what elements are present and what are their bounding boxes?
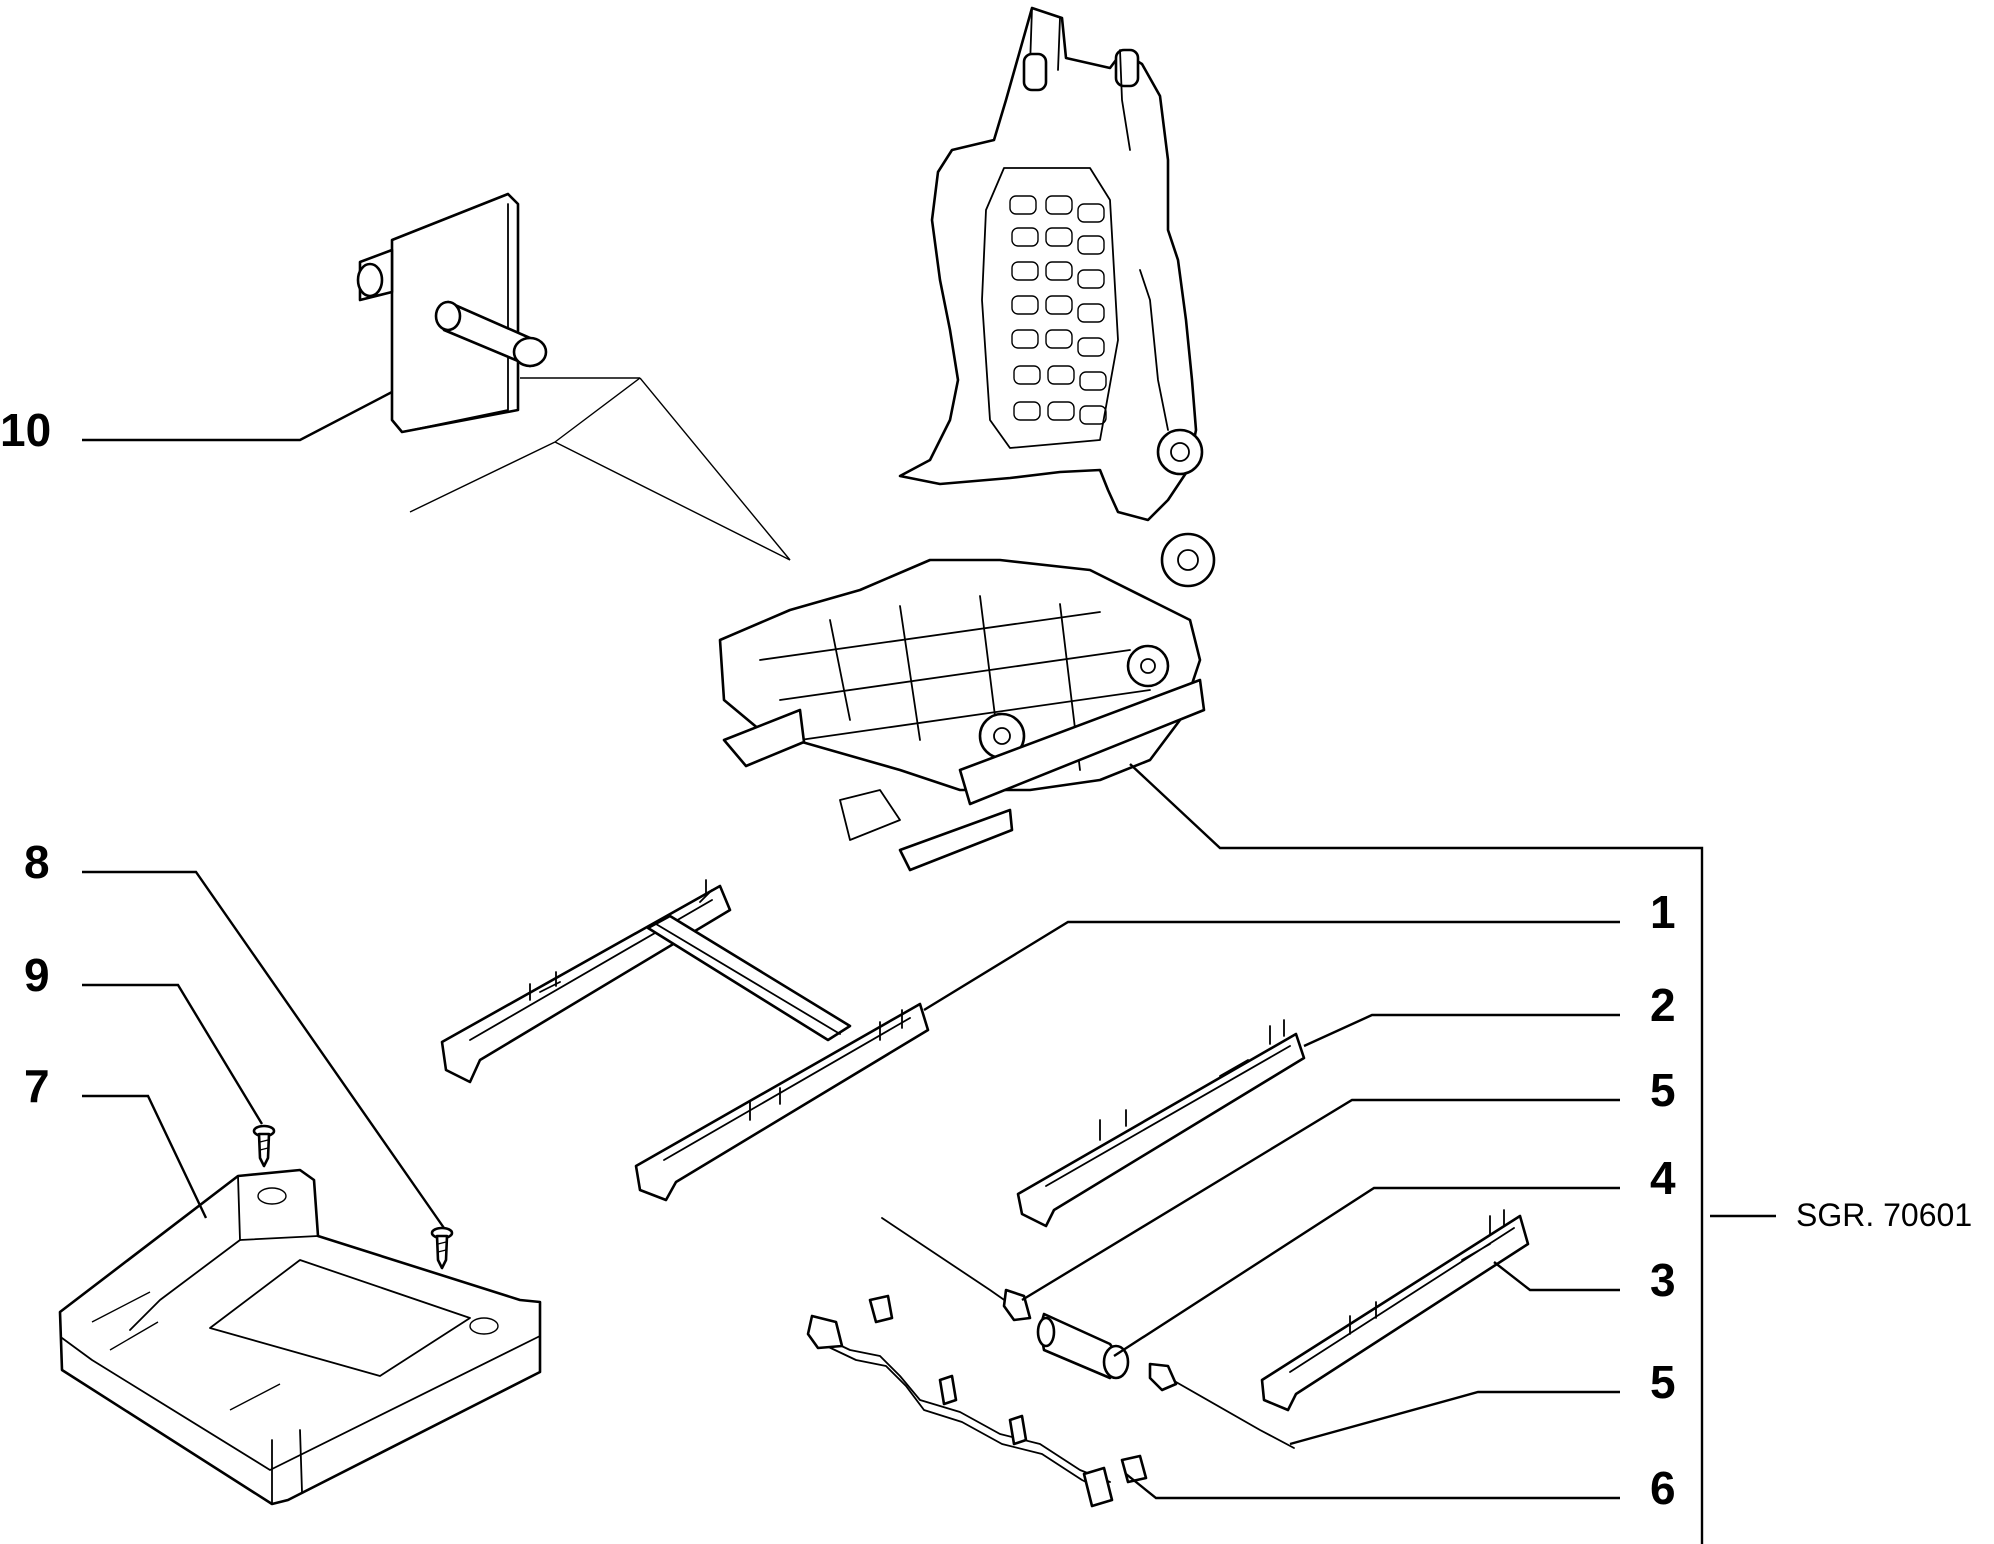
callout-2: 2 [1650, 979, 1676, 1031]
group-bracket [1129, 763, 1704, 1544]
screw-part-9 [252, 1124, 276, 1168]
motor-part-4 [1036, 1312, 1130, 1380]
leader-8 [82, 870, 445, 1229]
leader-7 [82, 1094, 208, 1219]
callout-1: 1 [1650, 886, 1676, 938]
leader-4 [1113, 1186, 1620, 1358]
explode-line-seat [554, 377, 641, 443]
leader-9 [82, 983, 264, 1125]
wiring-harness-part-6 [806, 1294, 1148, 1508]
rail-part-2 [1016, 1019, 1306, 1228]
callout-3: 3 [1650, 1254, 1676, 1306]
seat-frame-assembly [639, 6, 1216, 872]
callout-8: 8 [24, 836, 50, 888]
leader-3 [1493, 1261, 1620, 1292]
callout-6: 6 [1650, 1462, 1676, 1514]
cable-part-5-lower [1148, 1362, 1295, 1449]
leader-1 [923, 920, 1620, 1012]
leader-2 [1303, 1013, 1620, 1048]
callout-10: 10 [0, 404, 51, 456]
screw-part-8 [430, 1226, 454, 1270]
rail-assembly-part-1 [440, 879, 930, 1202]
rail-part-3 [1260, 1209, 1530, 1412]
group-reference-label: SGR. 70601 [1796, 1197, 1972, 1233]
leader-5a [1021, 1098, 1620, 1302]
callout-numbers: 10 8 9 7 1 2 5 4 3 5 6 SGR. 70601 [0, 404, 1972, 1514]
callout-4: 4 [1650, 1152, 1676, 1204]
callout-7: 7 [24, 1060, 50, 1112]
base-frame-part-7 [58, 1168, 542, 1506]
leader-10 [82, 390, 393, 442]
cable-part-5-upper [881, 1217, 1032, 1322]
leader-6 [1125, 1473, 1620, 1500]
leader-5b [1289, 1390, 1620, 1446]
callout-9: 9 [24, 949, 50, 1001]
headrest-bracket-part [356, 192, 548, 434]
callout-5-lower: 5 [1650, 1356, 1676, 1408]
leader-lines [82, 390, 1776, 1544]
callout-5-upper: 5 [1650, 1064, 1676, 1116]
